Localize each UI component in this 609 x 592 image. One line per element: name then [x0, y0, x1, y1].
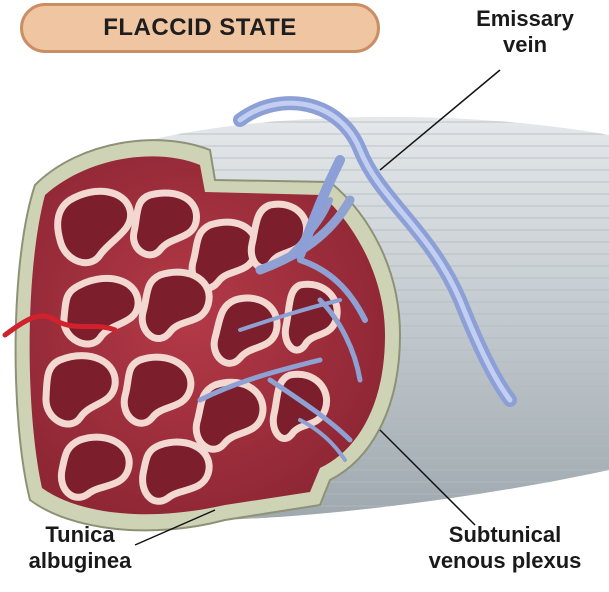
label-subtunical-plexus-line2: venous plexus: [405, 548, 605, 574]
label-tunica-albuginea-line1: Tunica: [5, 522, 155, 548]
label-subtunical-plexus: Subtunical venous plexus: [405, 522, 605, 575]
label-tunica-albuginea-line2: albuginea: [5, 548, 155, 574]
label-subtunical-plexus-line1: Subtunical: [405, 522, 605, 548]
label-emissary-vein: Emissary vein: [455, 6, 595, 59]
diagram-title: FLACCID STATE: [103, 14, 297, 42]
label-tunica-albuginea: Tunica albuginea: [5, 522, 155, 575]
label-emissary-vein-line1: Emissary: [455, 6, 595, 32]
label-emissary-vein-line2: vein: [455, 32, 595, 58]
title-badge: FLACCID STATE: [20, 3, 380, 53]
